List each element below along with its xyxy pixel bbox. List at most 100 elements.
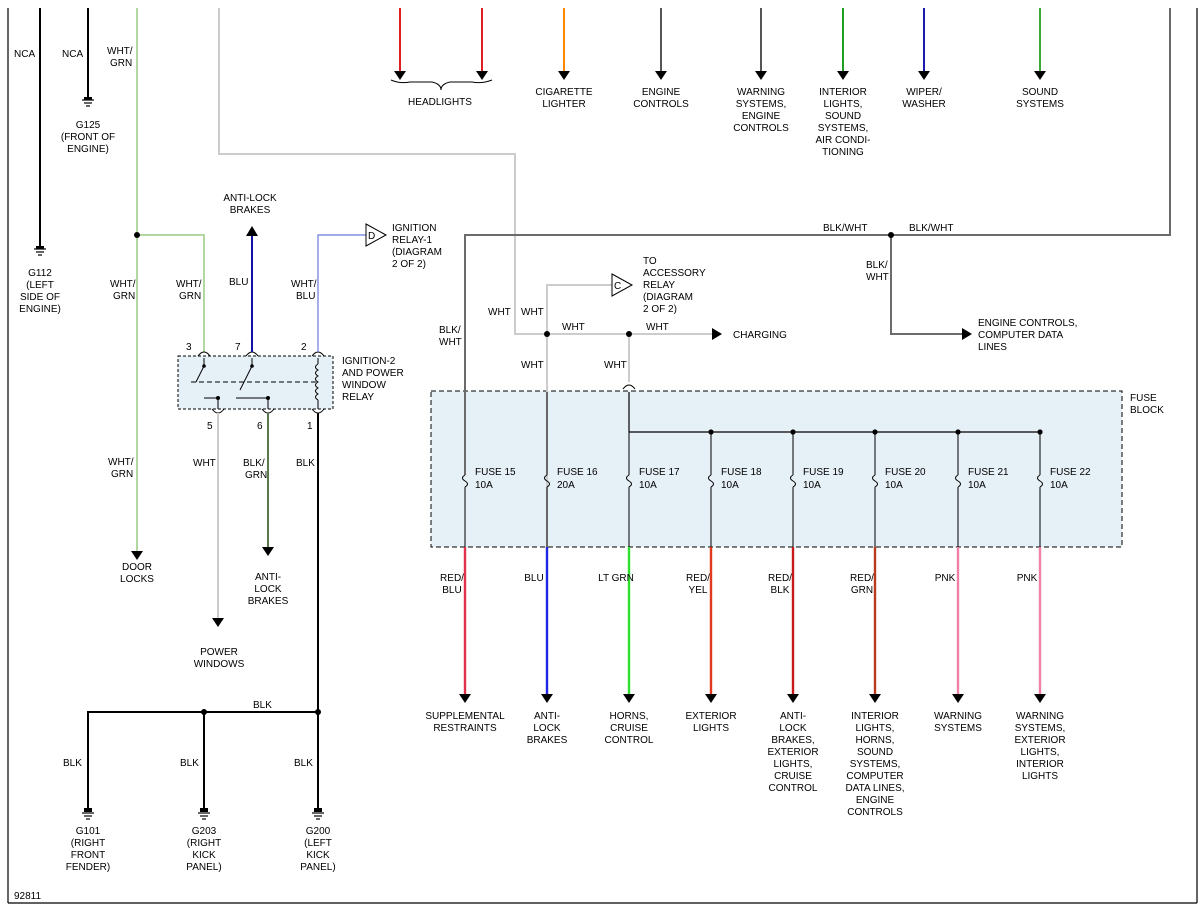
- wire-label: BLK/WHT: [909, 223, 953, 234]
- power-windows-label: WINDOWS: [194, 659, 245, 670]
- wire-label: PNK: [1017, 573, 1038, 584]
- wire-label: BLK: [63, 758, 82, 769]
- destination-label: BRAKES: [527, 735, 568, 746]
- wire-label: GRN: [111, 469, 133, 480]
- junction-dot: [201, 709, 207, 715]
- diagram-id: 92811: [14, 891, 42, 902]
- label-warning-systems: WARNING: [737, 87, 785, 98]
- ignition-relay-1-ref: IGNITION: [392, 223, 436, 234]
- nca-label: NCA: [62, 49, 83, 60]
- ground-wires: [87, 711, 318, 808]
- junction-dot: [888, 232, 894, 238]
- wire-label: WHT: [521, 307, 544, 318]
- accessory-relay-ref: 2 OF 2): [643, 304, 677, 315]
- destination-label: WARNING: [934, 711, 982, 722]
- g203-label: KICK: [192, 850, 216, 861]
- destination-label: LIGHTS,: [774, 759, 813, 770]
- wire-label: RED/: [768, 573, 792, 584]
- fuse-name: FUSE 15: [475, 467, 516, 478]
- label-sound-systems: SOUND: [1022, 87, 1058, 98]
- destination-label: SOUND: [857, 747, 893, 758]
- destination-label: SYSTEMS,: [850, 759, 901, 770]
- connector-d-letter: D: [368, 231, 375, 242]
- output-arrow-icon: [952, 694, 964, 703]
- power-windows-arrow: [212, 618, 224, 627]
- wire-label: WHT/: [291, 279, 317, 290]
- fuse-symbol-icon: [955, 474, 961, 488]
- g112-label: (LEFT: [26, 280, 54, 291]
- label-interior-lights: AIR CONDI-: [816, 135, 871, 146]
- destination-label: ANTI-: [780, 711, 806, 722]
- wire-label: RED/: [850, 573, 874, 584]
- engine-controls-arrow: [962, 328, 972, 340]
- destination-label: COMPUTER: [846, 771, 903, 782]
- destination-label: LOCK: [779, 723, 807, 734]
- wire-label: GRN: [245, 470, 267, 481]
- wire-label: WHT: [488, 307, 511, 318]
- g112-label: ENGINE): [19, 304, 61, 315]
- abs-top-label: BRAKES: [230, 205, 271, 216]
- wire-label: GRN: [851, 585, 873, 596]
- diagram-frame: [7, 8, 1198, 904]
- junction-dot: [1037, 429, 1043, 435]
- wire-label: WHT/: [107, 46, 133, 57]
- fuse-symbol-icon: [626, 474, 632, 488]
- junction-dot: [708, 429, 714, 435]
- fuse-name: FUSE 22: [1050, 467, 1091, 478]
- fuse-symbol-icon: [462, 474, 468, 488]
- junction-dot: [872, 429, 878, 435]
- destination-label: EXTERIOR: [767, 747, 818, 758]
- relay-wires: [217, 226, 366, 808]
- door-locks-label: DOOR: [122, 562, 152, 573]
- destination-label: CONTROL: [605, 735, 654, 746]
- ground-g125-icon: [82, 97, 94, 107]
- label-headlights: HEADLIGHTS: [408, 97, 472, 108]
- label-interior-lights: TIONING: [822, 147, 864, 158]
- destination-label: ENGINE: [856, 795, 895, 806]
- door-locks-label: LOCKS: [120, 574, 154, 585]
- destination-label: INTERIOR: [851, 711, 899, 722]
- pin-label: 5: [207, 421, 213, 432]
- ignition-relay-1-ref: (DIAGRAM: [392, 247, 442, 258]
- output-arrow-icon: [787, 694, 799, 703]
- output-arrow-icon: [705, 694, 717, 703]
- pin-label: 2: [301, 342, 307, 353]
- wire-label: WHT: [193, 458, 216, 469]
- fuse-column: FUSE 2010ARED/GRNINTERIORLIGHTS,HORNS,SO…: [845, 429, 926, 818]
- fuses: FUSE 1510ARED/BLUSUPPLEMENTALRESTRAINTSF…: [425, 392, 1091, 818]
- fuse-block-label-line: FUSE: [1130, 393, 1157, 404]
- wire-label: BLK: [296, 458, 315, 469]
- accessory-relay-ref: (DIAGRAM: [643, 292, 693, 303]
- fuse-name: FUSE 21: [968, 467, 1009, 478]
- engine-controls-label: COMPUTER DATA: [978, 330, 1064, 341]
- fuse-block-entry: [622, 384, 1040, 433]
- fuse-rating: 10A: [721, 480, 739, 491]
- label-interior-lights: INTERIOR: [819, 87, 867, 98]
- label-interior-lights: SOUND: [825, 111, 861, 122]
- g203-label: PANEL): [186, 862, 221, 873]
- pin-label: 7: [235, 342, 241, 353]
- destination-label: DATA LINES,: [845, 783, 904, 794]
- g125-label: ENGINE): [67, 144, 109, 155]
- top-circuit-wires: [390, 8, 1046, 91]
- wire-label: PNK: [935, 573, 956, 584]
- fuse-rating: 20A: [557, 480, 575, 491]
- power-labels: BLK/WHT BLK/WHT BLK/ WHT BLK/ WHT ENGINE…: [439, 223, 1077, 371]
- fuse-rating: 10A: [639, 480, 657, 491]
- wire-label: WHT: [646, 322, 669, 333]
- wire-label: WHT/: [108, 457, 134, 468]
- destination-label: INTERIOR: [1016, 759, 1064, 770]
- label-warning-systems: CONTROLS: [733, 123, 789, 134]
- wire-label: BLK/: [866, 260, 888, 271]
- output-arrow-icon: [623, 694, 635, 703]
- destination-label: CRUISE: [610, 723, 648, 734]
- g112-label: G112: [28, 268, 52, 279]
- fuse-block-label: FUSE BLOCK: [1130, 393, 1164, 416]
- fuse-symbol-icon: [708, 474, 714, 488]
- wire-label: WHT: [439, 337, 462, 348]
- label-warning-systems: ENGINE: [742, 111, 781, 122]
- ground-g101-icon: [82, 808, 94, 820]
- destination-label: ANTI-: [534, 711, 560, 722]
- g200-label: PANEL): [300, 862, 335, 873]
